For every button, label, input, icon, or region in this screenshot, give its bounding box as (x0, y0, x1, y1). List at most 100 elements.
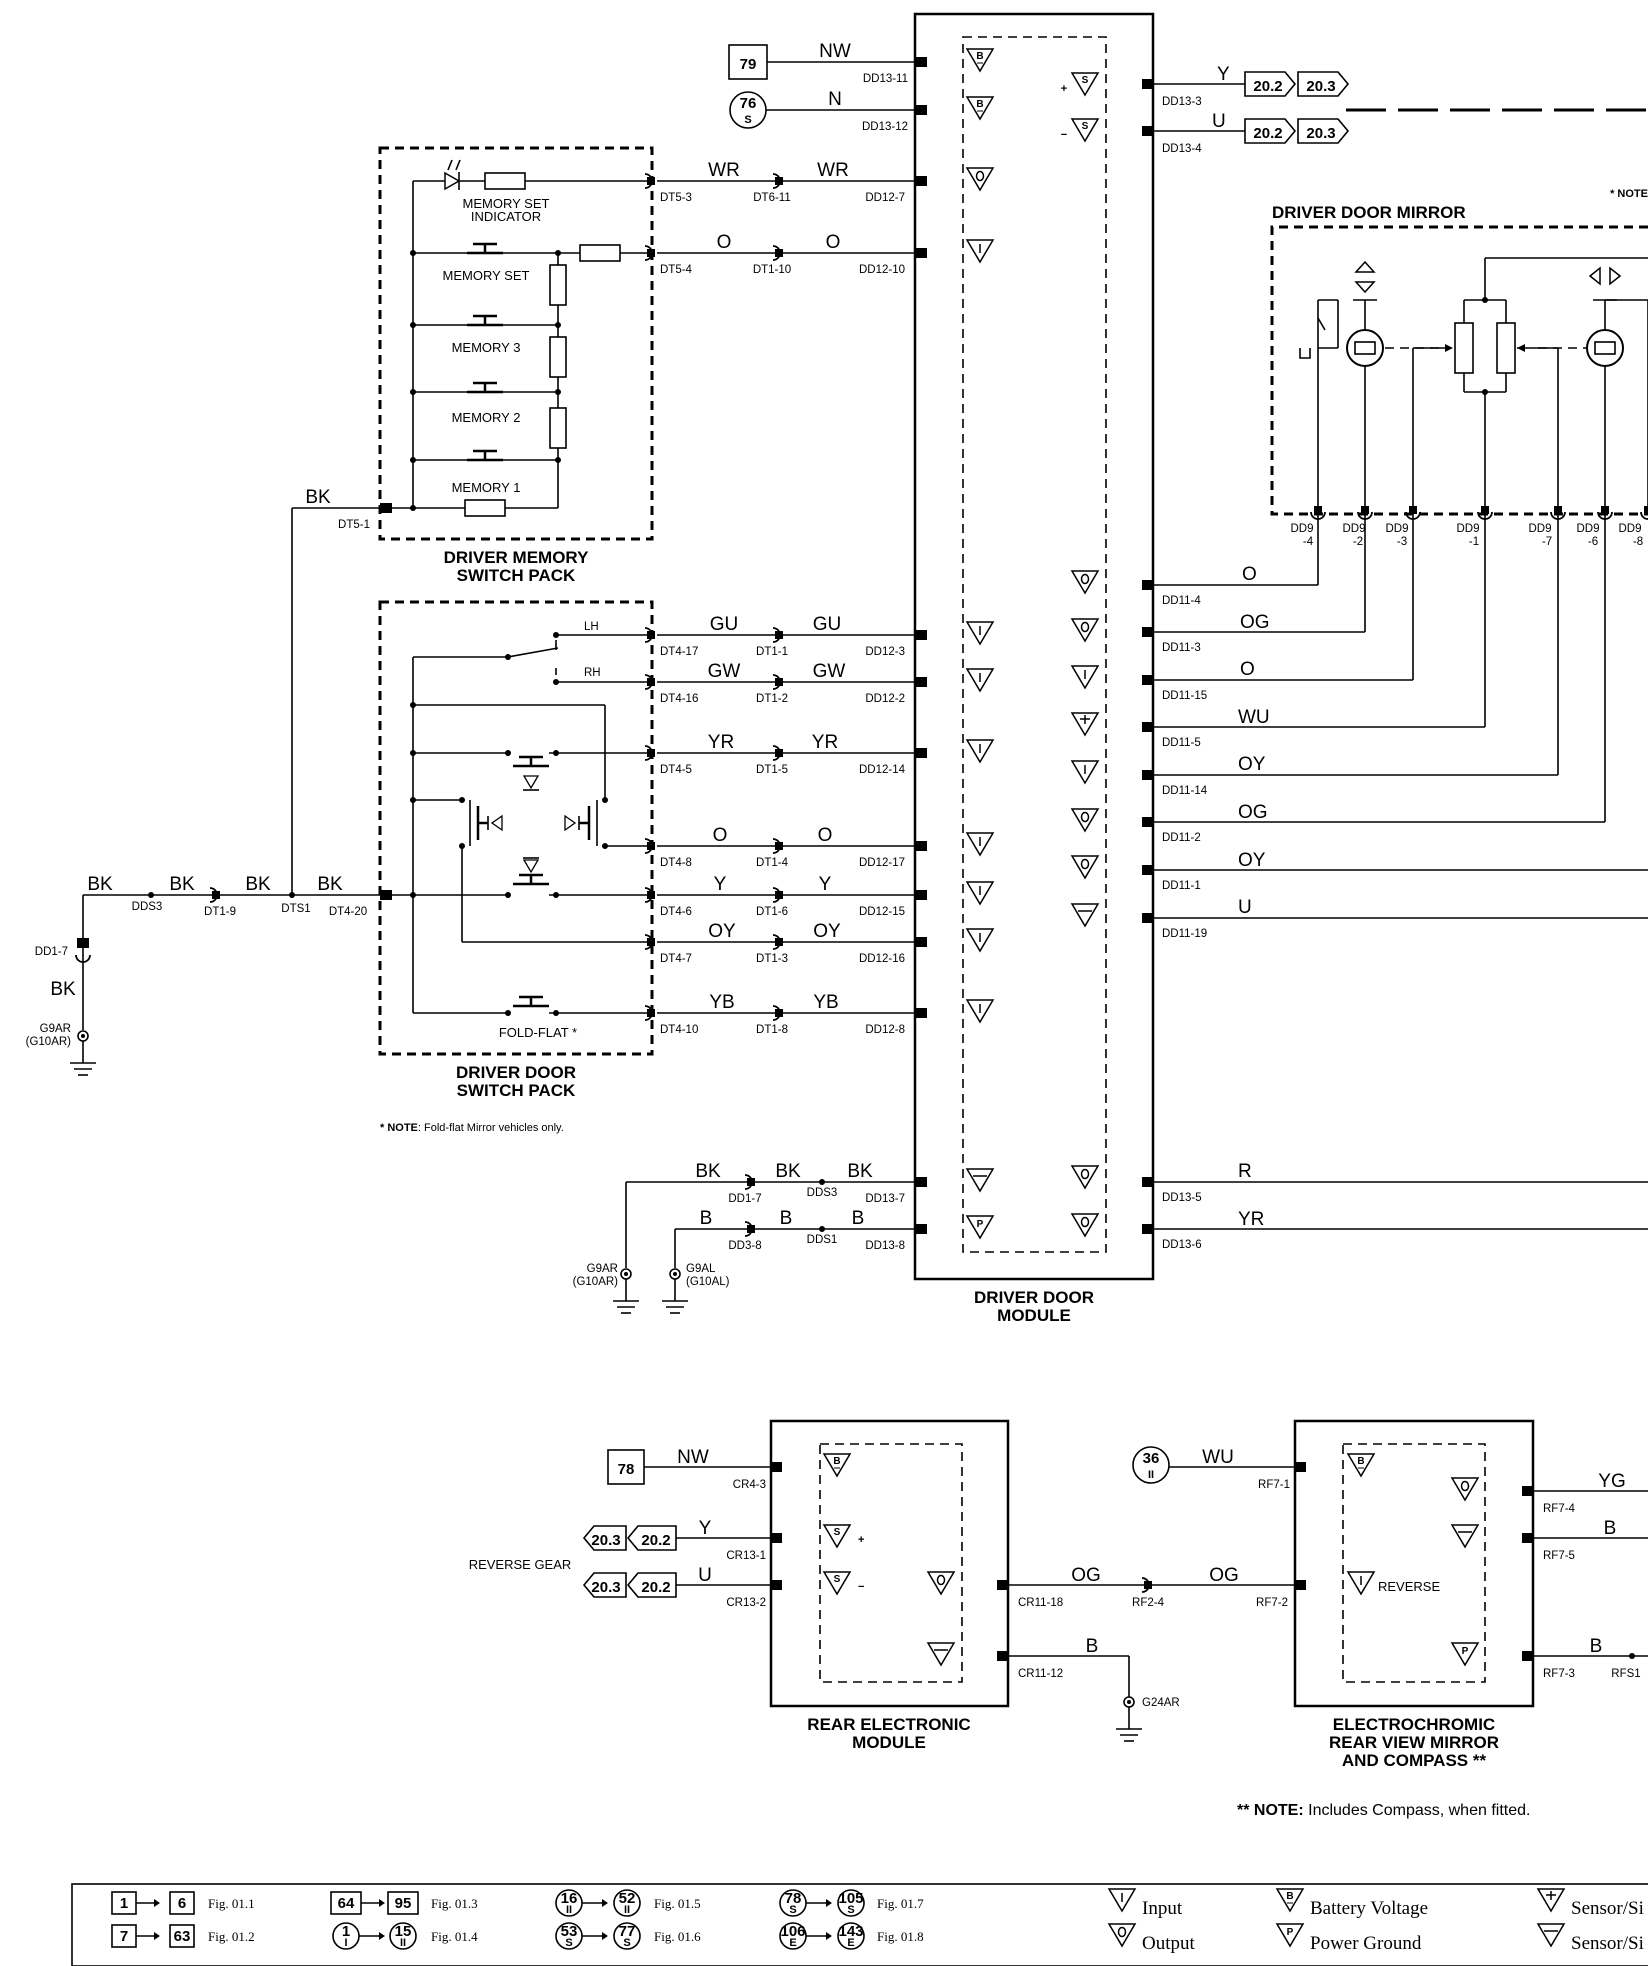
svg-text:YG: YG (1598, 1471, 1625, 1492)
svg-text:YR: YR (708, 732, 734, 753)
svg-text:DT6-11: DT6-11 (753, 192, 791, 204)
svg-text:YR: YR (812, 732, 838, 753)
ddm-right-triangles: + − (1061, 72, 1099, 1237)
svg-text:RF7-1: RF7-1 (1258, 1479, 1290, 1491)
svg-text:(G10AR): (G10AR) (573, 1276, 619, 1288)
legend-input: Input (1108, 1888, 1183, 1919)
svg-text:DT4-7: DT4-7 (660, 953, 692, 965)
driver-memory-switch-pack: DRIVER MEMORY SWITCH PACK MEMORY SET IND… (378, 146, 656, 585)
svg-text:DD12-17: DD12-17 (859, 857, 905, 869)
svg-text:DD11-14: DD11-14 (1162, 785, 1208, 797)
svg-text:Fig. 01.7: Fig. 01.7 (877, 1896, 924, 1911)
svg-text:Sensor/Si: Sensor/Si (1571, 1898, 1644, 1919)
svg-text:DD11-5: DD11-5 (1162, 737, 1201, 749)
ref-76: 76 S N DD13-12 (729, 89, 915, 133)
svg-text:-6: -6 (1588, 536, 1598, 548)
pin-dd13-11: DD13-11 (863, 73, 908, 85)
svg-text:E: E (789, 1937, 796, 1949)
svg-text:I: I (344, 1937, 347, 1949)
svg-text:O: O (818, 825, 833, 846)
svg-text:DD12-7: DD12-7 (865, 192, 905, 204)
svg-text:RF7-5: RF7-5 (1543, 1550, 1575, 1562)
svg-text:DD11-3: DD11-3 (1162, 642, 1201, 654)
svg-text:BK: BK (317, 874, 343, 895)
mem-indicator-label-2: INDICATOR (471, 209, 541, 224)
svg-text:DD9: DD9 (1290, 523, 1313, 535)
svg-text:63: 63 (174, 1928, 191, 1945)
svg-text:B: B (780, 1208, 793, 1229)
svg-text:OY: OY (708, 921, 736, 942)
svg-text:1: 1 (342, 1923, 350, 1940)
svg-text:RF7-4: RF7-4 (1543, 1503, 1576, 1515)
svg-text:GW: GW (708, 661, 741, 682)
svg-text:DT1-10: DT1-10 (753, 264, 791, 276)
svg-text:-2: -2 (1353, 536, 1363, 548)
svg-text:78: 78 (785, 1890, 802, 1907)
svg-text:Y: Y (699, 1518, 712, 1539)
wire-wr-b: WR (817, 160, 849, 181)
svg-text:64: 64 (338, 1895, 355, 1912)
top-right-note: * NOTE (1610, 188, 1648, 200)
svg-text:Fig. 01.8: Fig. 01.8 (877, 1929, 924, 1944)
rem-wires: 78 NW CR4-3 20.3 20.2 Y CR13-1 REVERSE G… (469, 1447, 1295, 1742)
mirror-pin-labels: DD9 -4 DD9 -2 DD9 -3 DD9 -1 DD9 -7 DD9 -… (1290, 523, 1643, 548)
electrochromic-rear-view-mirror: ELECTROCHROMIC REAR VIEW MIRROR AND COMP… (1293, 1419, 1535, 1770)
mirror-title: DRIVER DOOR MIRROR (1272, 203, 1466, 222)
svg-text:OY: OY (1238, 754, 1266, 775)
svg-text:DD12-2: DD12-2 (865, 693, 905, 705)
legend-fig-01-8: 106 E 143 E Fig. 01.8 (779, 1922, 924, 1950)
svg-text:B: B (700, 1208, 713, 1229)
svg-text:20.2: 20.2 (1253, 78, 1282, 95)
svg-text:106: 106 (780, 1923, 805, 1940)
svg-text:DT4-5: DT4-5 (660, 764, 692, 776)
svg-text:CR11-12: CR11-12 (1018, 1668, 1063, 1680)
svg-text:(G10AR): (G10AR) (26, 1036, 72, 1048)
svg-text:DT1-4: DT1-4 (756, 857, 789, 869)
svg-text:Fig. 01.3: Fig. 01.3 (431, 1896, 478, 1911)
svg-text:B: B (1590, 1636, 1603, 1657)
svg-text:DT1-8: DT1-8 (756, 1024, 788, 1036)
mem-1-label: MEMORY 1 (452, 480, 521, 495)
svg-text:YB: YB (709, 992, 734, 1013)
svg-text:OG: OG (1071, 1565, 1101, 1586)
ddm-left-triangles (966, 48, 994, 1239)
svg-text:II: II (566, 1904, 572, 1916)
legend-power-ground: Power Ground (1276, 1923, 1422, 1954)
svg-text:DD1-7: DD1-7 (35, 946, 68, 958)
svg-text:II: II (624, 1904, 630, 1916)
wire-n: N (828, 89, 842, 110)
pin-dd13-3: DD13-3 (1162, 96, 1202, 108)
svg-text:DT4-10: DT4-10 (660, 1024, 698, 1036)
svg-text:O: O (713, 825, 728, 846)
svg-text:RFS1: RFS1 (1611, 1668, 1640, 1680)
svg-text:20.2: 20.2 (641, 1532, 670, 1549)
svg-text:Power Ground: Power Ground (1310, 1933, 1422, 1954)
wire-y-right: Y (1217, 64, 1230, 85)
svg-text:II: II (400, 1937, 406, 1949)
ddm-bottom-wires: BK BK BK DD1-7 DDS3 DD13-7 B B B DD3-8 D… (573, 1161, 915, 1314)
svg-text:DD11-1: DD11-1 (1162, 880, 1201, 892)
ddm-title-2: MODULE (997, 1306, 1071, 1325)
svg-text:DD9: DD9 (1528, 523, 1551, 535)
svg-text:DTS1: DTS1 (281, 903, 310, 915)
svg-text:95: 95 (395, 1895, 412, 1912)
svg-text:DD9: DD9 (1342, 523, 1365, 535)
door-pack-wires: GU GU DT4-17 DT1-1 DD12-3 GW GW DT4-16 D… (657, 614, 915, 1036)
svg-text:Fig. 01.1: Fig. 01.1 (208, 1896, 255, 1911)
svg-text:DD11-4: DD11-4 (1162, 595, 1201, 607)
svg-text:GW: GW (813, 661, 846, 682)
svg-text:DDS3: DDS3 (807, 1187, 838, 1199)
svg-text:-3: -3 (1397, 536, 1407, 548)
svg-text:G9AR: G9AR (587, 1263, 618, 1275)
svg-text:+: + (1061, 83, 1067, 95)
fold-note: * NOTE: Fold-flat Mirror vehicles only. (380, 1122, 564, 1134)
svg-text:DD13-5: DD13-5 (1162, 1192, 1202, 1204)
svg-text:B: B (852, 1208, 865, 1229)
left-ground-network: BK DT5-1 BK BK BK BK DDS3 DT1-9 DTS1 DT4… (26, 487, 380, 1076)
legend-battery-voltage: Battery Voltage (1276, 1888, 1428, 1919)
svg-text:R: R (1238, 1161, 1252, 1182)
svg-text:DT1-1: DT1-1 (756, 646, 788, 658)
svg-text:7: 7 (120, 1928, 128, 1945)
legend-fig-01-6: 53 S 77 S Fig. 01.6 (555, 1922, 701, 1950)
